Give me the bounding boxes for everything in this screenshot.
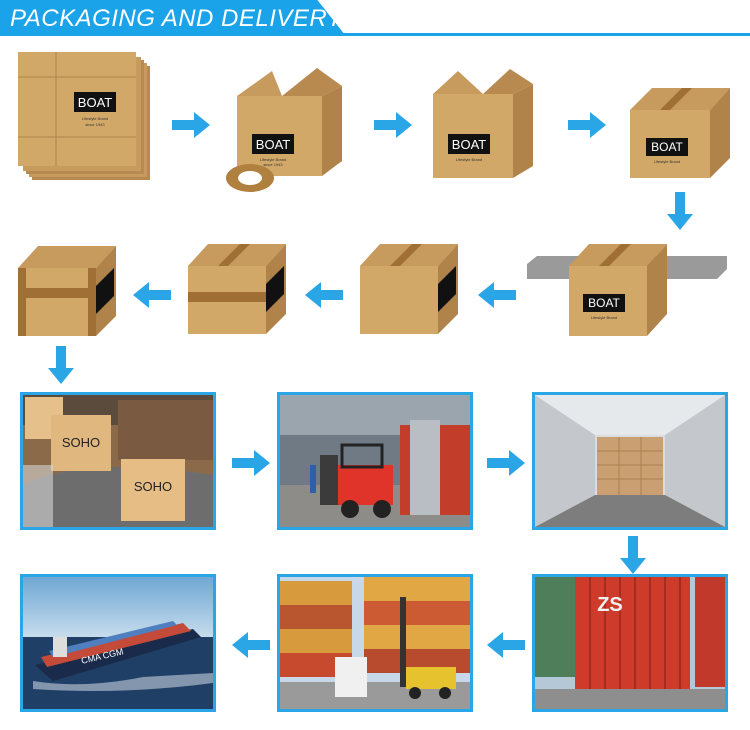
protected-box: [18, 246, 118, 338]
box-tagline: Lifestyle Brand: [654, 159, 680, 164]
box-tagline: Lifestyle Brand: [456, 157, 482, 162]
page-title: PACKAGING AND DELIVERY: [10, 5, 343, 33]
arrow-left-icon: [232, 632, 270, 663]
box-tagline: Lifestyle Brand: [591, 315, 617, 320]
forklift-loading-photo: [277, 392, 473, 530]
cargo-ship-photo: CMA CGM: [20, 574, 216, 712]
arrow-right-icon: [568, 112, 606, 143]
box-brand-label: BOAT: [256, 137, 290, 152]
box-brand-label: BOAT: [588, 296, 620, 310]
box-since: since 1943: [263, 162, 283, 167]
box-brand-label: BOAT: [452, 137, 486, 152]
closing-box: BOAT Lifestyle Brand: [428, 66, 538, 181]
box-since: since 1943: [85, 122, 105, 127]
arrow-left-icon: [133, 282, 171, 313]
flat-cartons: BOAT Lifestyle Brand since 1943: [18, 52, 153, 182]
arrow-right-icon: [487, 450, 525, 481]
container-yard-photo: [277, 574, 473, 712]
container-marking-text: ZS: [597, 594, 623, 616]
arrow-down-icon: [48, 346, 74, 389]
arrow-left-icon: [305, 282, 343, 313]
header: PACKAGING AND DELIVERY: [0, 0, 750, 38]
box-brand-label: BOAT: [651, 140, 683, 154]
arrow-left-icon: [478, 282, 516, 313]
header-underline: [0, 33, 750, 36]
taped-box: BOAT Lifestyle Brand: [630, 88, 735, 180]
arrow-down-icon: [667, 192, 693, 235]
box-on-conveyor: BOAT Lifestyle Brand: [527, 244, 737, 339]
sealed-container-photo: ZS: [532, 574, 728, 712]
carton-brand-text: SOHO: [134, 479, 172, 494]
arrow-left-icon: [487, 632, 525, 663]
rotated-box: [360, 244, 460, 336]
arrow-down-icon: [620, 536, 646, 579]
open-box: BOAT Lifestyle Brand since 1943: [222, 66, 347, 196]
container-interior-photo: [532, 392, 728, 530]
box-brand-label: BOAT: [78, 95, 112, 110]
warehouse-conveyor-photo: SOHO SOHO: [20, 392, 216, 530]
arrow-right-icon: [172, 112, 210, 143]
box-tagline: Lifestyle Brand: [82, 116, 108, 121]
arrow-right-icon: [232, 450, 270, 481]
rotated-box: [188, 244, 288, 336]
arrow-right-icon: [374, 112, 412, 143]
carton-brand-text: SOHO: [62, 435, 100, 450]
